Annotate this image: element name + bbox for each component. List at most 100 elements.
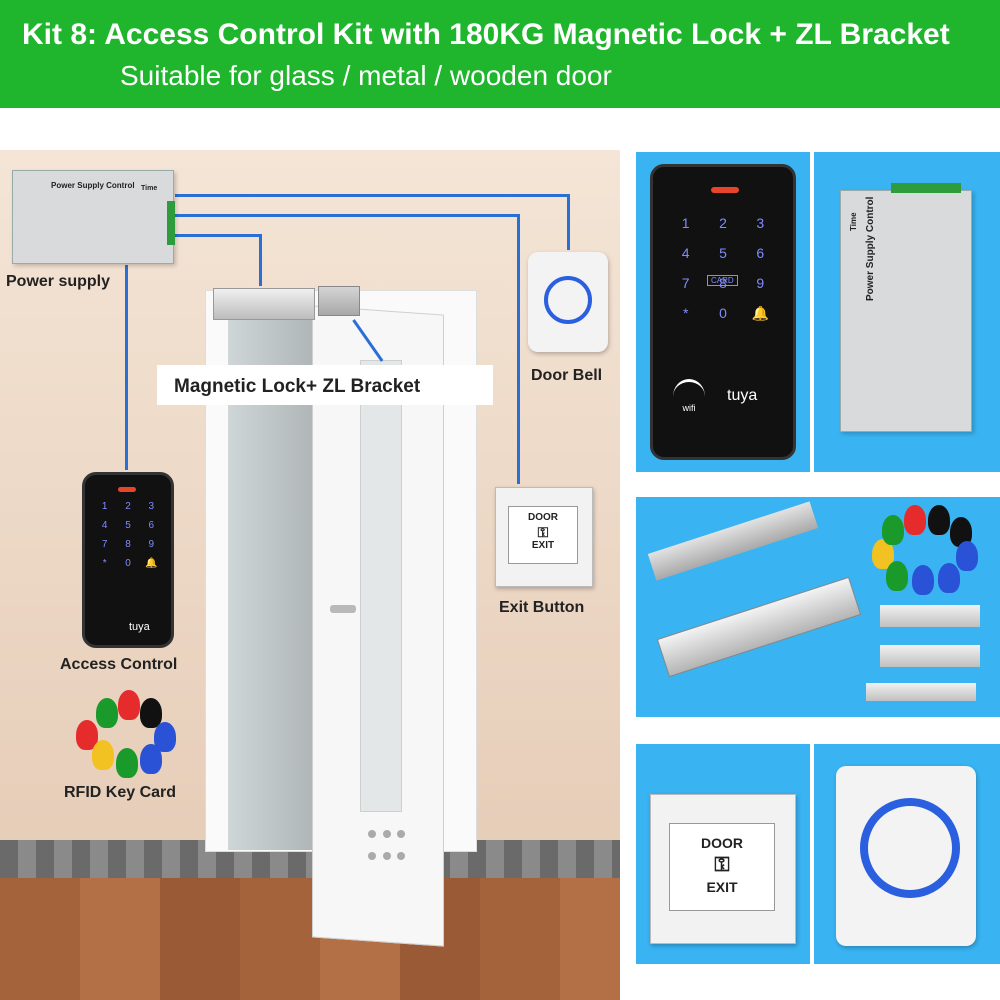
panel-keypad: 1 2 3 4 5 6 7 8 9 * 0 🔔 CARD wifi tuya [636,152,810,472]
key-icon: ⚿ [537,524,549,540]
label-power-supply: Power supply [6,273,111,290]
rfid-card [154,722,176,752]
scene-key: 1 [101,501,108,512]
product-lock-plate [647,501,819,581]
product-key: 6 [756,245,765,261]
label-exit-button: Exit Button [499,599,585,616]
rfid-card [118,690,140,720]
rfid-card [76,720,98,750]
rfid-card [140,698,162,728]
banner-subtitle: Suitable for glass / metal / wooden door [120,60,612,91]
product-key: 8 [719,275,727,291]
installation-scene: Power Supply Control Time 1 2 3 4 5 6 7 … [0,150,620,1000]
wire-lock-h [175,234,262,237]
psu-title: Power Supply Control [51,181,135,190]
product-exit-bottom: EXIT [706,879,738,895]
wire-exit-v [517,214,520,484]
rfid-card [886,561,908,591]
scene-exit-button: DOOR ⚿ EXIT [495,487,593,587]
wifi-icon: wifi [673,379,705,414]
title-banner: Kit 8: Access Control Kit with 180KG Mag… [0,0,1000,108]
scene-keypad-brand: tuya [129,621,150,633]
product-bracket-3 [866,683,976,701]
power-supply: Power Supply Control Time [12,170,175,264]
wire-exit-h [175,214,520,217]
label-door-bell: Door Bell [531,367,603,384]
rfid-card [912,565,934,595]
door-glass-strip [360,360,402,812]
product-key: 3 [756,215,765,231]
product-door-bell [836,766,976,946]
product-keypad-brand: tuya [727,387,758,404]
rfid-card [116,748,138,778]
product-magnetic-lock [656,576,862,678]
rfid-card [956,541,978,571]
label-rfid-key-card: RFID Key Card [64,784,177,801]
panel-power-supply: Power Supply Control Time [814,152,1000,472]
scene-exit-bottom: EXIT [531,540,555,551]
panel-lock-kit [636,497,1000,717]
scene-key: 6 [148,520,155,531]
wire-lock-v [259,234,262,286]
banner-title: Kit 8: Access Control Kit with 180KG Mag… [22,18,950,51]
scene-key: 7 [101,539,108,550]
scene-exit-top: DOOR [528,512,558,523]
product-key: * [682,305,689,321]
wifi-label: wifi [682,403,696,413]
scene-key: 4 [101,520,108,531]
rfid-card [96,698,118,728]
magnetic-lock [213,288,315,320]
product-psu-title: Power Supply Control [865,196,876,301]
rfid-card [904,505,926,535]
product-keypad-keys: 1 2 3 4 5 6 7 8 9 * 0 🔔 [667,215,779,322]
scene-keypad: 1 2 3 4 5 6 7 8 9 * 0 🔔 tuya [82,472,174,648]
rfid-card [928,505,950,535]
product-exit-plate: DOOR ⚿ EXIT [669,823,775,911]
wooden-floor [0,878,620,1000]
zl-bracket [318,286,360,316]
product-key: 7 [681,275,690,291]
product-power-supply: Power Supply Control Time [840,183,972,432]
door-handle [330,605,356,613]
scene-keypad-keys: 1 2 3 4 5 6 7 8 9 * 0 🔔 [93,501,163,569]
product-key: 0 [719,305,727,321]
product-keypad: 1 2 3 4 5 6 7 8 9 * 0 🔔 CARD wifi tuya [650,164,796,460]
scene-key: 5 [125,520,131,531]
scene-key: 3 [148,501,155,512]
scene-rfid-cards [76,690,176,780]
rfid-card [92,740,114,770]
scene-keypad-led [118,487,136,492]
rfid-card [950,517,972,547]
label-access-control: Access Control [60,656,178,673]
product-exit-top: DOOR [701,835,743,851]
product-key: 1 [681,215,690,231]
product-psu-terminal [891,183,961,193]
product-bracket-1 [880,605,980,627]
product-key: 2 [719,215,727,231]
rfid-card [938,563,960,593]
scene-exit-plate: DOOR ⚿ EXIT [508,506,578,564]
product-key: 9 [756,275,765,291]
product-bell-ring [860,798,960,898]
psu-time-label: Time [141,185,158,192]
product-bracket-2 [880,645,980,667]
scene-door-bell [528,252,608,352]
product-rfid-cards [872,505,982,595]
wire-keypad-v [125,265,128,470]
scene-key: 8 [125,539,131,550]
door-vent-holes [368,830,408,870]
scene-key: * [102,558,107,569]
scene-key: 2 [125,501,131,512]
magnetic-lock-label-box [157,365,493,405]
scene-bell-ring [544,276,592,324]
product-keypad-led [711,187,739,193]
scene-key: 🔔 [145,558,158,569]
label-magnetic-lock: Magnetic Lock+ ZL Bracket [174,376,421,397]
psu-terminal-block [167,201,175,245]
scene-key: 9 [148,539,155,550]
card-key-label: CARD [707,275,738,286]
rfid-card [882,515,904,545]
product-key: 5 [719,245,727,261]
panel-exit-button: DOOR ⚿ EXIT [636,744,810,964]
rfid-card [140,744,162,774]
